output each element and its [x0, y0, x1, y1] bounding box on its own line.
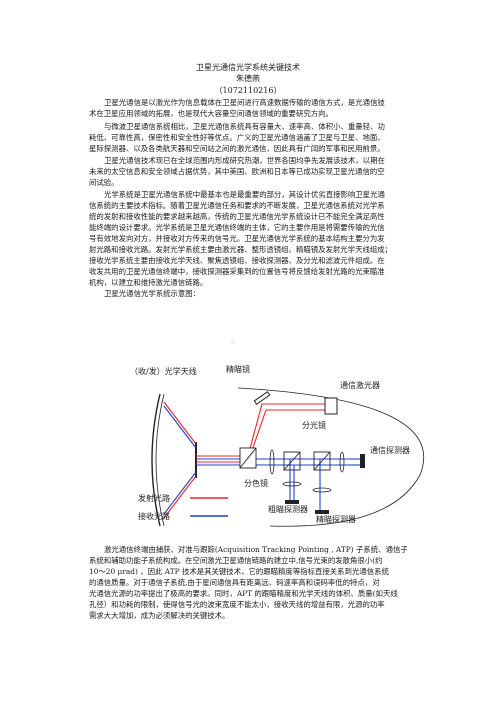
beam-splitter-2 — [313, 451, 331, 471]
paragraph-line: 星际探测器、以及各类航天器和空间站之间的激光通信，因此具有广阔的军事和民用前景。 — [89, 144, 385, 153]
paragraph-line: 统的发射和接收性能的要求越来越高，传统的卫星光通信光学系统设计已不能完全满足高性 — [89, 212, 385, 221]
comm-laser-box — [324, 397, 338, 415]
dichroic-label: 分色镜 — [244, 478, 268, 488]
paragraph-line: 收发共用的卫星光通信终端中，接收探测器采集到的位置信号将反馈给发射光路的光束瞄准 — [89, 267, 385, 276]
antenna-primary-mirror-back — [155, 393, 165, 527]
paragraph-line: 卫星光通信技术现已在全球范围内形成研究热潮，世界各国均争先发展该技术，以期在 — [104, 156, 385, 165]
document-title: 卫星光通信光学系统关键技术 — [196, 63, 300, 72]
lens — [339, 451, 345, 473]
tx-path-label: 发射光路 — [138, 493, 170, 503]
paragraph-line: 卫星光通信光学系统示意图： — [104, 289, 201, 298]
paragraph-4: 光学系统是卫星光通信系统中最基本也是最重要的部分，其设计优劣直接影响卫星光通 信… — [89, 189, 407, 288]
paragraph-line: 信系统的主要技术指标。随着卫星光通信任务和要求的不断发展，卫星光通信系统对光学系 — [89, 201, 385, 210]
paragraph-line: 光通信光源的功率提出了极高的要求。同时，APT 的跟瞄精度和光学天线的体积、质量… — [89, 589, 398, 598]
lens — [282, 481, 302, 487]
fine-detector-label: 精瞄探测器 — [316, 514, 356, 524]
paragraph-line: 接收光学系统主要由接收光学天线、聚焦透镜组、接收探测器、及分光和滤波元件组成。在 — [89, 256, 385, 265]
fine-mirror-label: 精瞄镜 — [226, 364, 250, 374]
fine-detector-element — [315, 510, 329, 514]
paragraph-line: 激光通信终端由捕获、对准与跟踪(Acquisition Tracking Poi… — [104, 545, 407, 554]
diagram-caption: 卫星光通信光学系统示意图： — [89, 288, 407, 299]
optical-system-diagram: （收/发）光学天线 精瞄镜 通信激光器 分光镜 分色镜 通信探测器 发射光路 接… — [130, 364, 425, 527]
student-id: （1072110216） — [214, 86, 282, 95]
paragraph-2: 与微波卫星通信系统相比，卫星光通信系统具有容量大、速率高、体积小、重量轻、功 耗… — [89, 121, 407, 154]
splitter-label: 分光镜 — [302, 420, 326, 430]
paragraph-line: 术在卫星应用领域的拓展，也是现代大容量空间通信领域的重要研究方向。 — [89, 109, 333, 118]
paragraph-line: 光学系统是卫星光通信系统中最基本也是最重要的部分，其设计优劣直接影响卫星光通 — [104, 190, 385, 199]
antenna-primary-mirror — [151, 393, 161, 527]
transmit-beam — [163, 401, 325, 519]
comm-laser-label: 通信激光器 — [340, 380, 380, 390]
lens — [312, 487, 332, 493]
paragraph-line: 卫星光通信是以激光作为信息载体在卫星间进行高速数据传输的通信方式，是光通信技 — [104, 98, 385, 107]
lens — [269, 449, 275, 475]
paragraph-line: 与微波卫星通信系统相比，卫星光通信系统具有容量大、速率高、体积小、重量轻、功 — [104, 122, 385, 131]
system-boundary-arc — [237, 387, 425, 527]
paragraph-1: 卫星光通信是以激光作为信息载体在卫星间进行高速数据传输的通信方式，是光通信技 术… — [89, 97, 407, 119]
paragraph-line: 号有效地发向对方，并接收对方传来的信号光。卫星光通信光学系统的基本结构主要分为发 — [89, 234, 385, 243]
coarse-detector-label: 粗瞄探测器 — [268, 504, 308, 514]
paragraph-line: 需求大大增加，成为必须解决的关键技术。 — [89, 611, 230, 620]
fine-pointing-mirror — [253, 391, 271, 405]
paragraph-line: 系统和辅助功能子系统构成。在空间激光卫星通信链路的建立中,信号光束的发散角很小(… — [89, 556, 383, 565]
author-name: 朱德燕 — [236, 74, 260, 83]
paragraph-3: 卫星光通信技术现已在全球范围内形成研究热潮，世界各国均争先发展该技术，以期在 未… — [89, 155, 407, 188]
beam-splitter-1 — [283, 451, 301, 471]
paragraph-line: 间试验。 — [89, 178, 119, 187]
paragraph-5: 激光通信终端由捕获、对准与跟踪(Acquisition Tracking Poi… — [89, 544, 407, 621]
coarse-detector-element — [285, 500, 299, 504]
paragraph-line: 孔径）和功耗的限制，使得信号光的波束宽度不能太小，接收天线的增益有限，光源的功率 — [89, 600, 385, 609]
paragraph-line: 机构，以建立和维持激光通信链路。 — [89, 278, 208, 287]
comm-detector-element — [360, 454, 365, 468]
paragraph-line: 未来的太空信息和安全领域占据优势，其中美国、欧洲和日本等已成功实现卫星光通信的空 — [89, 167, 385, 176]
faint-watermark: · — [213, 318, 250, 362]
paragraph-line: 能终端的设计要求。光学系统是卫星光通信终端的主体，它的主要作用是将需要传输的光信 — [89, 223, 385, 232]
paragraph-line: 的通信质量。对于通信子系统,由于星间通信具有距离远、码速率高和误码率低的特点，对 — [89, 578, 380, 587]
paragraph-line: 射光路和接收光路。发射光学系统主要由激光器、整形透镜组、精瞄镜及发射光学天线组成… — [89, 245, 393, 254]
antenna-label: （收/发）光学天线 — [130, 366, 197, 376]
paragraph-line: 10～20 μrad) ，因此 ATP 技术是其关键技术，它的跟瞄精度等指标直接… — [89, 567, 389, 576]
rx-path-label: 接收光路 — [138, 511, 170, 521]
comm-detector-label: 通信探测器 — [370, 445, 410, 455]
paragraph-line: 耗低、可靠性高，保密性和安全性好等优点。广义的卫星光通信涵盖了卫星与卫星、地面、 — [89, 133, 385, 142]
